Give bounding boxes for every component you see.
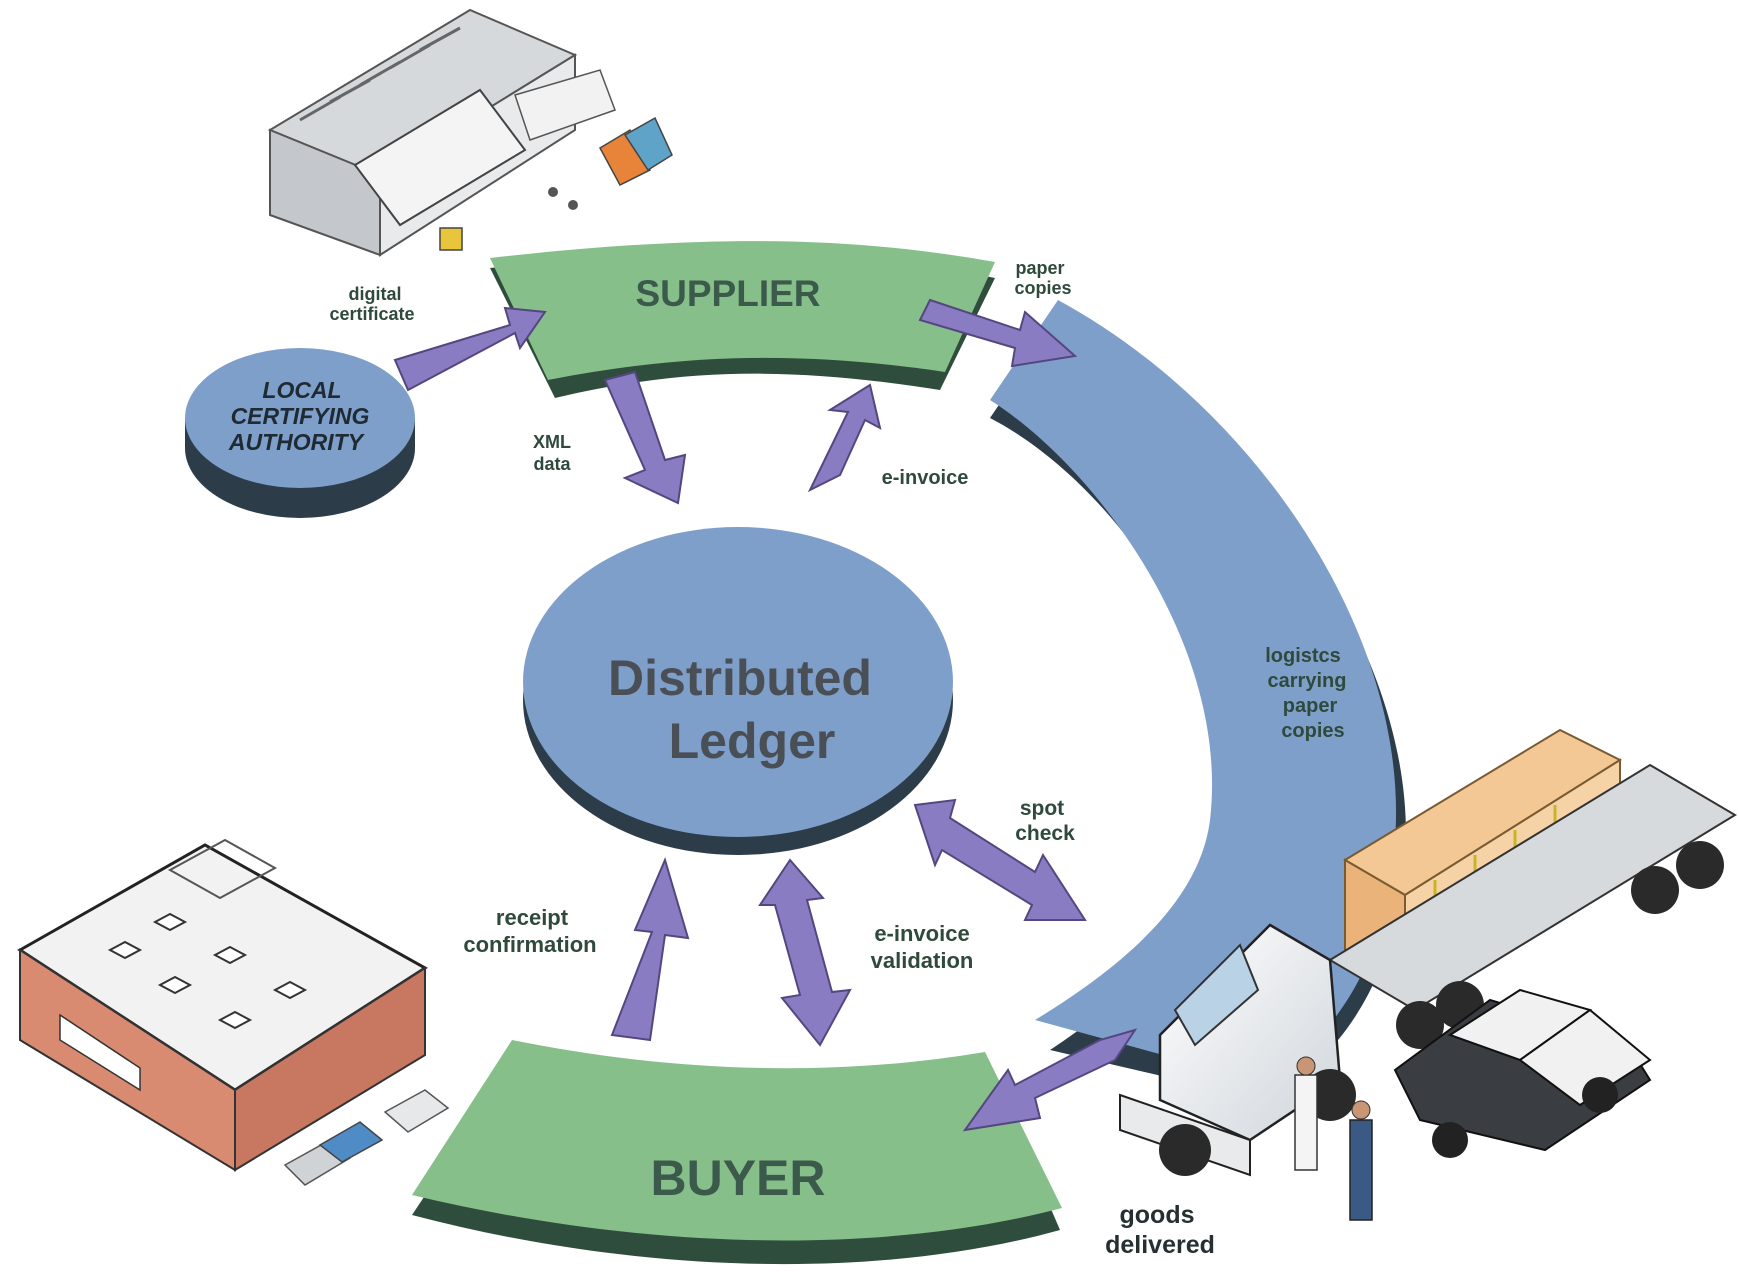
certifying-authority-disc: LOCAL CERTIFYING AUTHORITY <box>185 348 415 518</box>
label-logistics-line-1: logistcs <box>1265 645 1341 667</box>
arrow-e-invoice-validation <box>758 858 852 1047</box>
arrow-spot-check <box>913 798 1087 921</box>
label-validation-line-1: e-invoice <box>874 921 969 946</box>
logistics-arc <box>990 300 1406 1100</box>
buyer-label: BUYER <box>650 1150 825 1206</box>
supplier-band: SUPPLIER <box>490 241 995 398</box>
supplier-label: SUPPLIER <box>635 273 820 314</box>
arrow-paper-copies <box>918 298 1078 368</box>
label-receipt-line-2: confirmation <box>463 932 596 957</box>
label-xml-line-2: data <box>533 454 571 474</box>
label-validation-line-2: validation <box>871 948 974 973</box>
label-xml-line-1: XML <box>533 432 571 452</box>
arrows <box>393 298 1138 1132</box>
supplier-warehouse-illustration <box>267 8 673 257</box>
authority-line-3: AUTHORITY <box>228 429 366 455</box>
label-paper-line-2: copies <box>1014 278 1071 298</box>
label-receipt-line-1: receipt <box>496 905 569 930</box>
arrow-goods-delivered <box>962 1028 1138 1132</box>
buyer-band: BUYER <box>412 1040 1062 1265</box>
distributed-ledger-disc: Distributed Ledger <box>523 527 953 855</box>
arrow-e-invoice <box>807 383 882 493</box>
label-goods-line-1: goods <box>1120 1201 1195 1229</box>
ledger-title-line-2: Ledger <box>669 713 836 769</box>
label-logistics-line-2: carrying <box>1268 670 1347 692</box>
label-e-invoice: e-invoice <box>882 467 969 489</box>
label-digital-line-1: digital <box>349 284 402 304</box>
authority-line-2: CERTIFYING <box>231 403 370 429</box>
buyer-building-illustration <box>17 838 450 1186</box>
label-goods-line-2: delivered <box>1105 1231 1215 1259</box>
arrow-receipt-confirmation <box>610 857 690 1042</box>
label-logistics-line-3: paper <box>1283 695 1338 717</box>
label-paper-line-1: paper <box>1015 258 1064 278</box>
arrow-digital-certificate <box>393 306 547 392</box>
label-logistics-line-4: copies <box>1281 720 1344 742</box>
label-spot-line-2: check <box>1015 822 1075 845</box>
arrow-xml-data <box>603 370 687 505</box>
label-digital-line-2: certificate <box>329 304 414 324</box>
label-spot-line-1: spot <box>1020 797 1064 820</box>
delivery-truck-illustration <box>1119 728 1737 1221</box>
flow-labels: digital certificate paper copies XML dat… <box>329 258 1346 1259</box>
ledger-title-line-1: Distributed <box>608 650 872 706</box>
authority-line-1: LOCAL <box>262 377 341 403</box>
